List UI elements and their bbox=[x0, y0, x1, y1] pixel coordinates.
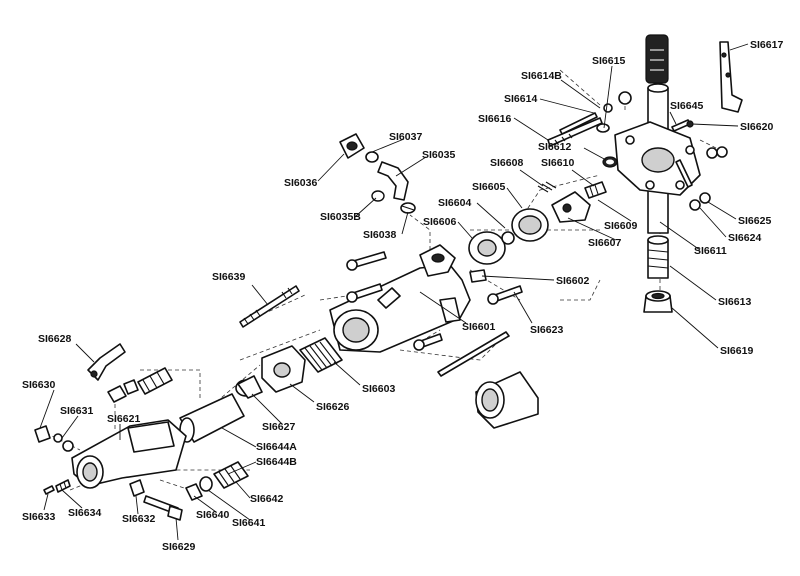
label-si6615: SI6615 bbox=[592, 55, 625, 67]
label-si6605: SI6605 bbox=[472, 181, 505, 193]
label-si6644b: SI6644B bbox=[256, 456, 297, 468]
label-si6642: SI6642 bbox=[250, 493, 283, 505]
label-si6607: SI6607 bbox=[588, 237, 621, 249]
label-si6630: SI6630 bbox=[22, 379, 55, 391]
label-si6610: SI6610 bbox=[541, 157, 574, 169]
left-lever-assembly bbox=[34, 343, 249, 521]
label-si6603: SI6603 bbox=[362, 383, 395, 395]
lever-bracket bbox=[719, 41, 743, 113]
swivel-bearing-assembly bbox=[468, 181, 607, 265]
hand-lever bbox=[87, 343, 126, 381]
label-si6037: SI6037 bbox=[389, 131, 422, 143]
label-si6606: SI6606 bbox=[423, 216, 456, 228]
steering-post-assembly bbox=[547, 34, 743, 313]
label-si6038: SI6038 bbox=[363, 229, 396, 241]
label-si6628: SI6628 bbox=[38, 333, 71, 345]
leader-lines bbox=[39, 43, 749, 541]
label-si6035b: SI6035B bbox=[320, 211, 361, 223]
cover-sleeve bbox=[475, 371, 539, 429]
label-si6631: SI6631 bbox=[60, 405, 93, 417]
main-housing bbox=[329, 244, 523, 377]
label-si6644a: SI6644A bbox=[256, 441, 297, 453]
label-si6639: SI6639 bbox=[212, 271, 245, 283]
label-si6614b: SI6614B bbox=[521, 70, 562, 82]
label-si6629: SI6629 bbox=[162, 541, 195, 553]
label-si6634: SI6634 bbox=[68, 507, 101, 519]
label-si6612: SI6612 bbox=[538, 141, 571, 153]
hose-elbow-assembly bbox=[339, 133, 416, 214]
label-si6601: SI6601 bbox=[462, 321, 495, 333]
label-si6632: SI6632 bbox=[122, 513, 155, 525]
label-si6645: SI6645 bbox=[670, 100, 703, 112]
label-si6625: SI6625 bbox=[738, 215, 771, 227]
label-si6035: SI6035 bbox=[422, 149, 455, 161]
tie-rod bbox=[239, 285, 300, 328]
label-si6611: SI6611 bbox=[694, 245, 727, 257]
label-si6609: SI6609 bbox=[604, 220, 637, 232]
label-si6626: SI6626 bbox=[316, 401, 349, 413]
part-labels: SI6617 SI6615 SI6614B SI6614 SI6616 SI66… bbox=[22, 39, 783, 553]
label-si6641: SI6641 bbox=[232, 517, 265, 529]
handle-grip bbox=[645, 34, 669, 84]
label-si6613: SI6613 bbox=[718, 296, 751, 308]
label-si6617: SI6617 bbox=[750, 39, 783, 51]
label-si6614: SI6614 bbox=[504, 93, 537, 105]
label-si6640: SI6640 bbox=[196, 509, 229, 521]
label-si6619: SI6619 bbox=[720, 345, 753, 357]
label-si6608: SI6608 bbox=[490, 157, 523, 169]
label-si6621: SI6621 bbox=[107, 413, 140, 425]
pin-long bbox=[547, 117, 603, 147]
label-si6627: SI6627 bbox=[262, 421, 295, 433]
label-si6604: SI6604 bbox=[438, 197, 471, 209]
label-si6623: SI6623 bbox=[530, 324, 563, 336]
label-si6036: SI6036 bbox=[284, 177, 317, 189]
long-bolt bbox=[437, 331, 510, 377]
label-si6616: SI6616 bbox=[478, 113, 511, 125]
elbow-fitting bbox=[377, 161, 409, 201]
label-si6620: SI6620 bbox=[740, 121, 773, 133]
cylinder-assembly bbox=[179, 337, 343, 443]
label-si6633: SI6633 bbox=[22, 511, 55, 523]
label-si6624: SI6624 bbox=[728, 232, 761, 244]
label-si6602: SI6602 bbox=[556, 275, 589, 287]
